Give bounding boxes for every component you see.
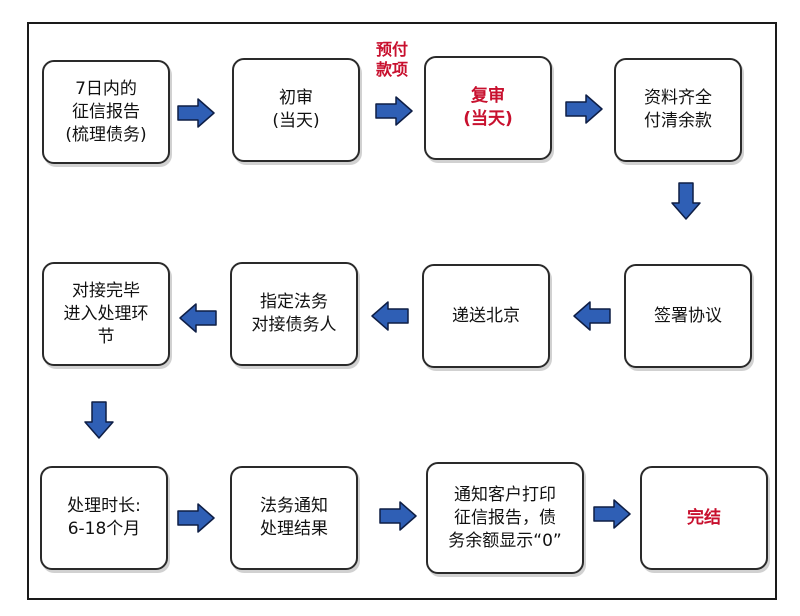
arrow-down-1 <box>671 182 701 220</box>
arrow-right-6 <box>593 499 631 529</box>
arrow-down-2 <box>84 401 114 439</box>
node-complete: 完结 <box>640 466 768 570</box>
prepayment-note: 预付 款项 <box>375 40 408 79</box>
node-sign-agreement: 签署协议 <box>624 264 752 368</box>
node-send-beijing: 递送北京 <box>422 264 550 368</box>
node-second-review: 复审 (当天) <box>424 56 552 160</box>
node-legal-contact: 指定法务 对接债务人 <box>230 262 358 366</box>
node-notify-client: 通知客户打印 征信报告，债 务余额显示“0” <box>426 462 584 574</box>
node-legal-notice: 法务通知 处理结果 <box>230 466 358 570</box>
arrow-right-2 <box>375 96 413 126</box>
arrow-left-2 <box>371 301 409 331</box>
diagram-frame <box>27 22 777 600</box>
node-credit-report: 7日内的 征信报告 (梳理债务) <box>42 60 170 164</box>
arrow-right-3 <box>565 94 603 124</box>
node-full-payment: 资料齐全 付清余款 <box>614 58 742 162</box>
arrow-right-4 <box>177 503 215 533</box>
node-assign-legal: 对接完毕 进入处理环 节 <box>42 262 170 366</box>
arrow-left-1 <box>573 301 611 331</box>
arrow-right-1 <box>177 98 215 128</box>
arrow-left-3 <box>179 303 217 333</box>
arrow-right-5 <box>379 501 417 531</box>
node-processing-time: 处理时长: 6-18个月 <box>40 466 168 570</box>
node-initial-review: 初审 (当天) <box>232 58 360 162</box>
